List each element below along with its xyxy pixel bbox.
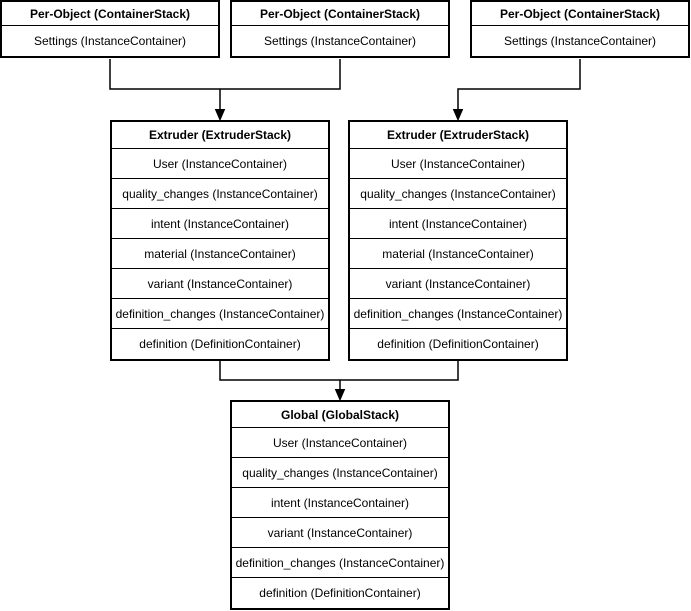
edge-per-objects-to-extruder-1 [109,59,341,90]
row-quality-changes: quality_changes (InstanceContainer) [112,179,328,209]
row-variant: variant (InstanceContainer) [350,269,566,299]
row-definition: definition (DefinitionContainer) [259,586,421,600]
row-definition-changes: definition_changes (InstanceContainer) [350,299,566,329]
row-definition: definition (DefinitionContainer) [139,337,301,351]
per-object-stack-1: Per-Object (ContainerStack) Settings (In… [0,0,220,58]
row-intent: intent (InstanceContainer) [232,488,448,518]
box-title: Extruder (ExtruderStack) [350,122,566,149]
extruder-stack-1: Extruder (ExtruderStack) User (InstanceC… [110,120,330,361]
row-definition-changes: definition_changes (InstanceContainer) [112,299,328,329]
row-user: User (InstanceContainer) [350,149,566,179]
box-title: Global (GlobalStack) [232,402,448,428]
row-settings: Settings (InstanceContainer) [503,34,657,48]
box-title: Extruder (ExtruderStack) [112,122,328,149]
row-intent: intent (InstanceContainer) [350,209,566,239]
row-material: material (InstanceContainer) [112,239,328,269]
row-material: material (InstanceContainer) [350,239,566,269]
extruder-stack-2: Extruder (ExtruderStack) User (InstanceC… [348,120,568,361]
arrow-head-global [334,389,346,402]
box-title: Per-Object (ContainerStack) [2,2,218,26]
box-title: Per-Object (ContainerStack) [232,2,448,26]
row-quality-changes: quality_changes (InstanceContainer) [350,179,566,209]
arrow-head-extruder-2 [452,109,464,122]
row-settings: Settings (InstanceContainer) [33,34,187,48]
row-intent: intent (InstanceContainer) [112,209,328,239]
edge-per-object-3-to-extruder-2 [457,59,581,110]
per-object-stack-2: Per-Object (ContainerStack) Settings (In… [230,0,450,58]
row-settings: Settings (InstanceContainer) [263,34,417,48]
edge-extruders-to-global [219,361,459,381]
box-title: Per-Object (ContainerStack) [472,2,688,26]
row-user: User (InstanceContainer) [232,428,448,458]
per-object-stack-3: Per-Object (ContainerStack) Settings (In… [470,0,690,58]
row-variant: variant (InstanceContainer) [232,518,448,548]
row-variant: variant (InstanceContainer) [112,269,328,299]
row-user: User (InstanceContainer) [112,149,328,179]
row-quality-changes: quality_changes (InstanceContainer) [232,458,448,488]
global-stack: Global (GlobalStack) User (InstanceConta… [230,400,450,610]
row-definition: definition (DefinitionContainer) [377,337,539,351]
arrow-head-extruder-1 [214,109,226,122]
row-definition-changes: definition_changes (InstanceContainer) [232,548,448,578]
